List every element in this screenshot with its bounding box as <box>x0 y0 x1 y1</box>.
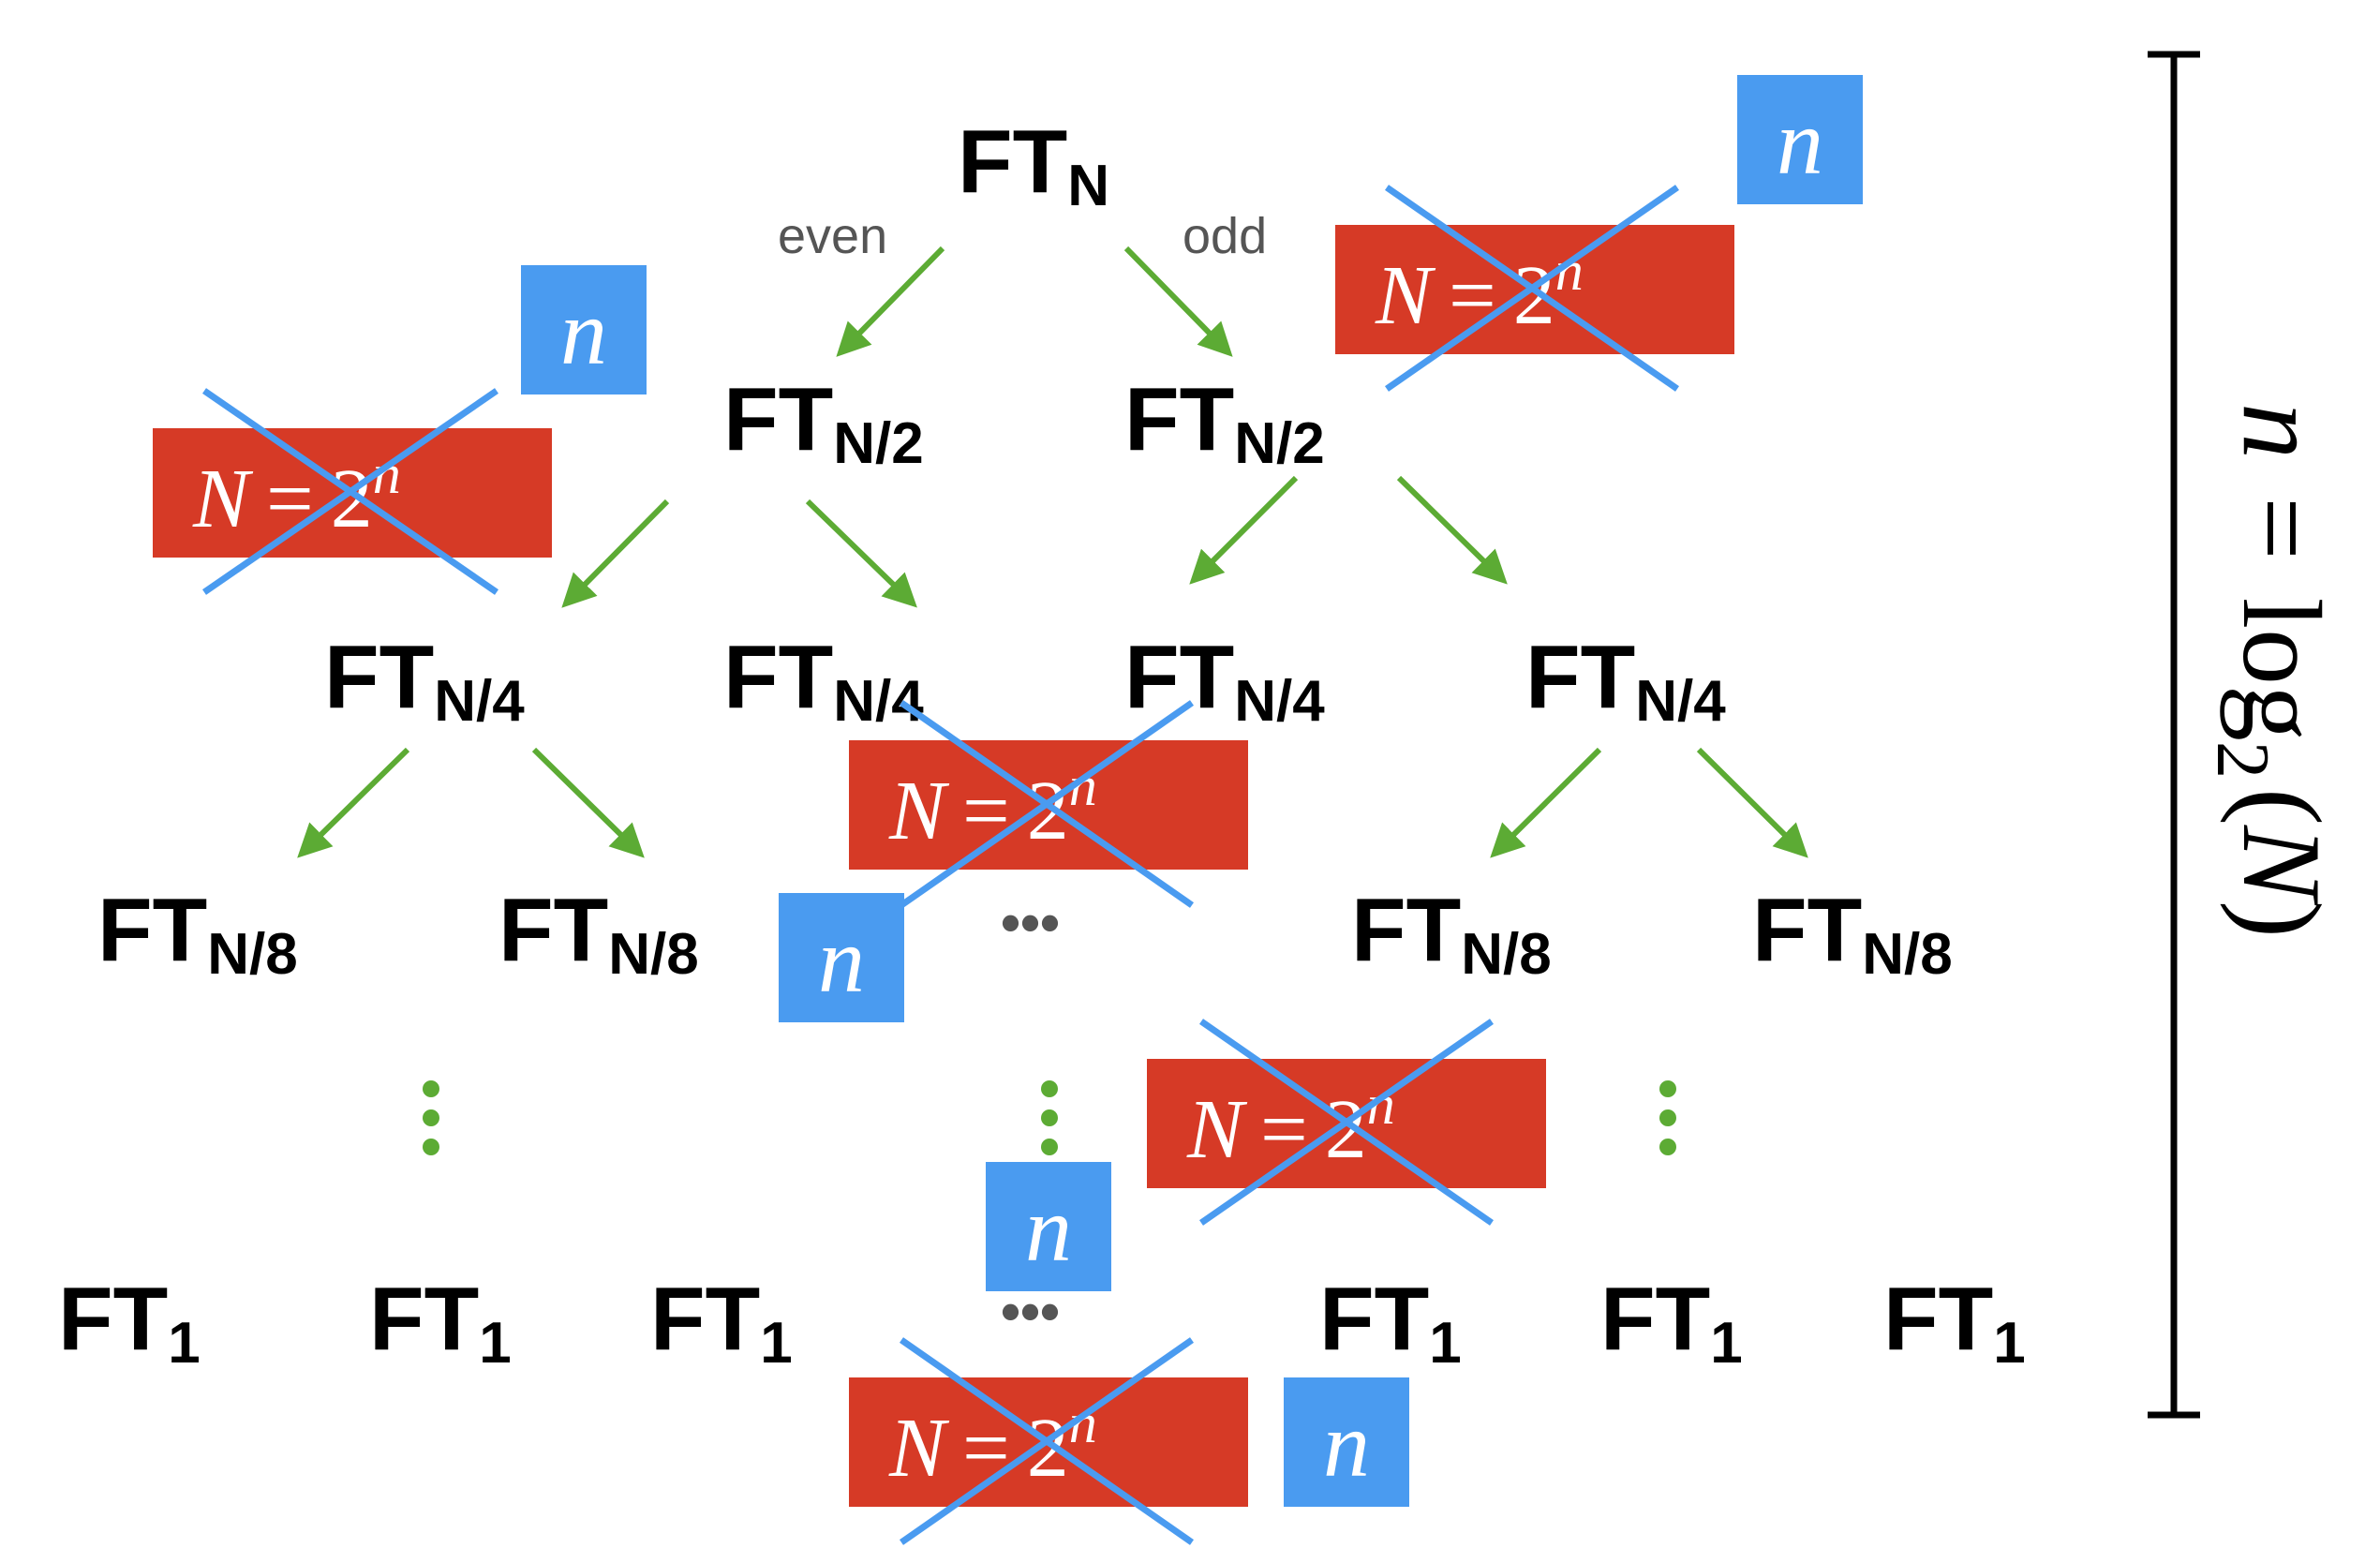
arrow-l1a-right <box>805 499 917 608</box>
node-leaf-1: FT1 <box>58 1269 201 1376</box>
node-level3-1: FTN/8 <box>97 880 298 987</box>
arrow-root-left <box>836 246 945 357</box>
arrow-l2a-left <box>297 747 410 858</box>
arrow-l1b-right <box>1396 475 1508 585</box>
arrow-l2d-right <box>1696 747 1808 858</box>
node-level3-ellipsis: ••• <box>1001 891 1060 954</box>
vertical-dots-left <box>423 1080 439 1155</box>
node-level3-2: FTN/8 <box>498 880 699 987</box>
node-level1-left: FTN/2 <box>723 369 924 476</box>
vertical-dots-middle <box>1041 1080 1058 1155</box>
node-leaf-3: FT1 <box>650 1269 793 1376</box>
svg-text:n: n <box>1777 90 1823 194</box>
vertical-dots-right <box>1659 1080 1676 1155</box>
arrow-l2a-right <box>531 747 645 858</box>
node-level2-4: FTN/4 <box>1525 627 1726 734</box>
node-level2-3: FTN/4 <box>1124 627 1325 734</box>
svg-text:N=2n: N=2n <box>888 1392 1097 1495</box>
svg-text:n: n <box>560 280 607 384</box>
n-box-bottom-right: n <box>1284 1377 1409 1507</box>
node-level3-3: FTN/8 <box>1351 880 1552 987</box>
n-box-lower-middle: n <box>986 1162 1111 1291</box>
node-leaf-4: FT1 <box>1319 1269 1462 1376</box>
crossed-equation-lower-right: N=2n <box>1147 1019 1546 1226</box>
svg-text:n: n <box>1025 1177 1072 1281</box>
node-level2-2: FTN/4 <box>723 627 924 734</box>
edge-label-odd: odd <box>1183 208 1267 264</box>
svg-text:n: n <box>818 908 865 1012</box>
node-level3-4: FTN/8 <box>1752 880 1953 987</box>
crossed-equation-middle: N=2n <box>849 700 1248 908</box>
svg-text:N=2n: N=2n <box>1186 1074 1395 1176</box>
node-leaf-2: FT1 <box>369 1269 512 1376</box>
n-box-top-right: n <box>1737 75 1863 204</box>
crossed-equation-bottom: N=2n <box>849 1337 1248 1545</box>
edge-label-even: even <box>778 208 887 264</box>
crossed-equation-top-right: N=2n <box>1335 185 1734 392</box>
arrow-l1a-left <box>561 499 670 608</box>
node-leaf-6: FT1 <box>1883 1269 2026 1376</box>
arrow-l1b-left <box>1189 475 1299 585</box>
svg-text:n: n <box>1323 1392 1370 1496</box>
depth-bracket <box>2148 51 2200 1419</box>
node-root: FTN <box>958 112 1109 218</box>
crossed-equation-top-left: N=2n <box>153 388 552 595</box>
arrow-l2d-left <box>1490 747 1602 858</box>
n-box-middle: n <box>779 893 904 1022</box>
side-formula: n=log2(N) <box>2201 403 2344 938</box>
node-level2-1: FTN/4 <box>324 627 525 734</box>
arrow-root-right <box>1123 246 1233 357</box>
node-level1-right: FTN/2 <box>1124 369 1325 476</box>
n-box-left: n <box>521 265 647 394</box>
node-leaf-5: FT1 <box>1600 1269 1743 1376</box>
